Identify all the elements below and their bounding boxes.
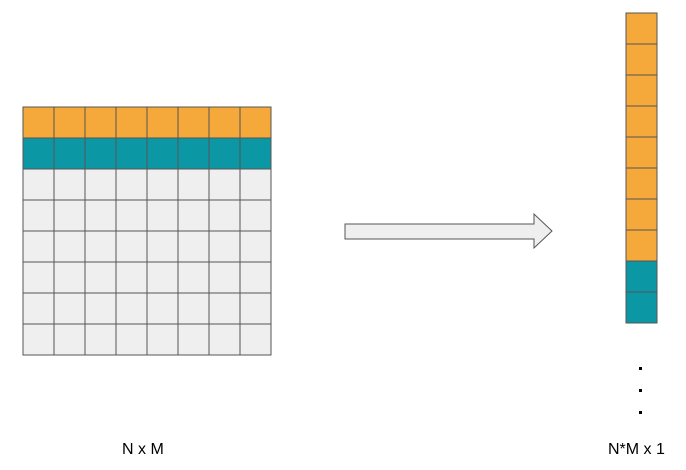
- matrix-cell: [84, 199, 117, 232]
- vector-cell: [625, 12, 658, 45]
- matrix-cell: [239, 261, 272, 294]
- vector-cell: [625, 260, 658, 293]
- ellipsis-dot: [639, 367, 642, 370]
- matrix-cell: [84, 292, 117, 325]
- matrix-cell: [22, 199, 55, 232]
- matrix-cell: [208, 168, 241, 201]
- matrix-cell: [177, 261, 210, 294]
- ellipsis-dot: [639, 389, 642, 392]
- matrix-cell: [22, 106, 55, 139]
- matrix-cell: [177, 106, 210, 139]
- matrix-cell: [146, 137, 179, 170]
- matrix-cell: [84, 106, 117, 139]
- matrix-cell: [177, 199, 210, 232]
- vector-cell: [625, 136, 658, 169]
- matrix-cell: [177, 137, 210, 170]
- matrix-cell: [146, 323, 179, 356]
- matrix-cell: [208, 106, 241, 139]
- matrix-cell: [239, 137, 272, 170]
- matrix-cell: [239, 168, 272, 201]
- matrix-cell: [84, 230, 117, 263]
- matrix-dimension-label: N x M: [122, 441, 164, 458]
- matrix-cell: [146, 292, 179, 325]
- vector-cell: [625, 43, 658, 76]
- matrix-cell: [22, 137, 55, 170]
- matrix-cell: [22, 168, 55, 201]
- matrix-cell: [115, 199, 148, 232]
- vector-cell: [625, 74, 658, 107]
- matrix-cell: [22, 261, 55, 294]
- matrix-cell: [146, 168, 179, 201]
- vector-cell: [625, 167, 658, 200]
- matrix-cell: [115, 323, 148, 356]
- matrix-cell: [146, 261, 179, 294]
- matrix-cell: [146, 106, 179, 139]
- ellipsis-dot: [639, 411, 642, 414]
- matrix-cell: [239, 199, 272, 232]
- matrix-cell: [208, 292, 241, 325]
- matrix-cell: [84, 168, 117, 201]
- vector-cell: [625, 198, 658, 231]
- matrix-cell: [239, 106, 272, 139]
- matrix-cell: [177, 230, 210, 263]
- matrix-cell: [115, 168, 148, 201]
- matrix-cell: [239, 323, 272, 356]
- matrix-cell: [22, 292, 55, 325]
- matrix-cell: [115, 230, 148, 263]
- vector-cell: [625, 229, 658, 262]
- matrix-cell: [53, 137, 86, 170]
- flattened-vector: [625, 12, 658, 324]
- matrix-cell: [239, 292, 272, 325]
- matrix-cell: [115, 292, 148, 325]
- matrix-cell: [208, 199, 241, 232]
- vector-dimension-label: N*M x 1: [608, 441, 665, 458]
- matrix-grid: [22, 106, 272, 356]
- matrix-cell: [239, 230, 272, 263]
- matrix-cell: [22, 230, 55, 263]
- right-arrow-icon: [344, 212, 553, 250]
- vector-cell: [625, 291, 658, 324]
- matrix-cell: [208, 261, 241, 294]
- matrix-cell: [177, 323, 210, 356]
- matrix-cell: [115, 261, 148, 294]
- matrix-cell: [177, 168, 210, 201]
- matrix-cell: [53, 323, 86, 356]
- matrix-cell: [208, 323, 241, 356]
- matrix-cell: [53, 292, 86, 325]
- matrix-cell: [22, 323, 55, 356]
- matrix-cell: [53, 199, 86, 232]
- matrix-cell: [84, 323, 117, 356]
- matrix-cell: [208, 137, 241, 170]
- vector-cell: [625, 105, 658, 138]
- matrix-cell: [146, 230, 179, 263]
- matrix-cell: [115, 137, 148, 170]
- matrix-cell: [53, 261, 86, 294]
- matrix-cell: [53, 106, 86, 139]
- matrix-cell: [177, 292, 210, 325]
- matrix-cell: [146, 199, 179, 232]
- matrix-cell: [53, 168, 86, 201]
- matrix-cell: [208, 230, 241, 263]
- matrix-cell: [84, 137, 117, 170]
- matrix-cell: [84, 261, 117, 294]
- matrix-cell: [115, 106, 148, 139]
- matrix-cell: [53, 230, 86, 263]
